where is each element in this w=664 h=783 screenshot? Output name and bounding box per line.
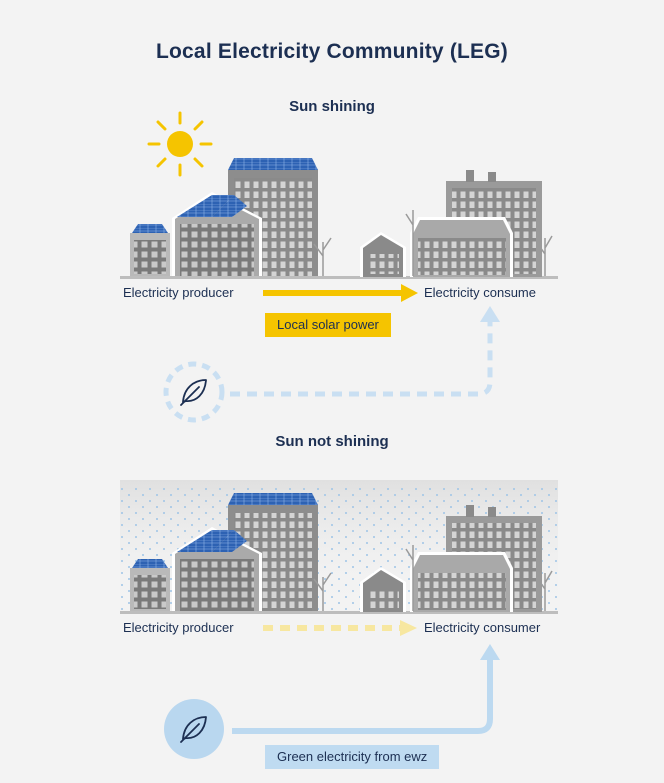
leaf-icon [180, 379, 207, 406]
section-heading-sunny: Sun shining [289, 98, 375, 115]
green-flow-dashed-head [480, 306, 500, 322]
page-title: Local Electricity Community (LEG) [156, 40, 508, 63]
green-flow-dashed [230, 322, 493, 397]
consumer-buildings-sunny [360, 170, 553, 277]
producer-buildings-cloudy [120, 493, 558, 614]
consumer-label-sunny: Electricity consume [424, 285, 536, 300]
sun-icon [147, 111, 213, 177]
producer-buildings-sunny [120, 158, 558, 279]
green-electricity-tag: Green electricity from ewz [265, 745, 440, 769]
solar-flow-arrow [263, 284, 418, 302]
consumer-buildings-cloudy [360, 505, 553, 612]
local-solar-power-tag: Local solar power [265, 313, 391, 337]
producer-label-sunny: Electricity producer [123, 285, 234, 300]
green-flow-solid [232, 660, 493, 734]
solar-flow-dashed-head [400, 620, 417, 636]
producer-label-cloudy: Electricity producer [123, 620, 234, 635]
green-flow-solid-head [480, 644, 500, 660]
section-heading-cloudy: Sun not shining [275, 433, 389, 450]
consumer-label-cloudy: Electricity consumer [424, 620, 541, 635]
leaf-circle-dashed [163, 361, 225, 423]
leaf-icon [180, 716, 207, 743]
